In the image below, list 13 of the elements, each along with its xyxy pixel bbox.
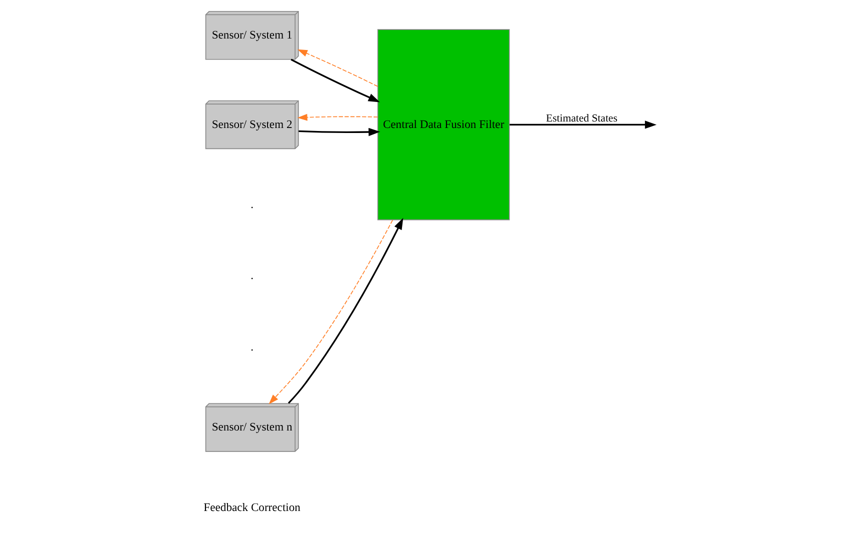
label: .: [250, 198, 254, 212]
arrow: [290, 58, 380, 102]
label: .: [250, 269, 254, 282]
edge-label: Estimated States: [546, 112, 618, 125]
arrow: [297, 49, 378, 87]
arrow: [288, 218, 404, 404]
label: Feedback Correction: [204, 500, 300, 514]
arrow: [268, 220, 394, 404]
label: .: [250, 340, 254, 354]
arrow: [510, 120, 657, 129]
node-box: Central Data Fusion Filter: [377, 29, 510, 220]
arrow: [297, 114, 378, 121]
arrow: [298, 128, 380, 136]
